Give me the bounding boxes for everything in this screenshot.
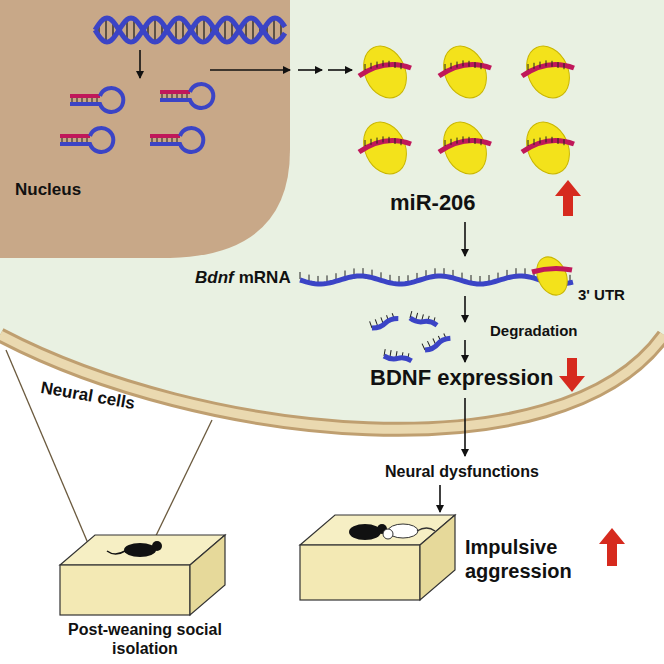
increase-arrow — [555, 180, 581, 216]
base-pair — [203, 18, 204, 42]
leader-line — [150, 420, 212, 548]
flow-arrow — [464, 296, 466, 322]
fragment — [384, 349, 413, 362]
bound-mirna — [532, 268, 572, 272]
mirna-complex — [435, 39, 494, 105]
transcription-arrow — [139, 50, 141, 78]
cytoplasm — [0, 0, 664, 429]
mirna-complex — [355, 39, 414, 105]
cage-drawing — [45, 505, 245, 662]
base-pair — [224, 18, 225, 41]
cell-membrane — [0, 335, 664, 429]
nucleus-region: Nucleus — [0, 0, 290, 258]
mirna-complex — [355, 115, 414, 181]
decrease-arrow — [559, 358, 585, 392]
process-label: Degradation — [490, 322, 578, 340]
base-pair — [154, 18, 155, 42]
nucleus-label: Nucleus — [15, 180, 81, 200]
nucleus-shape — [0, 0, 290, 258]
mirna-complex — [435, 115, 494, 181]
mrna-strand — [300, 276, 573, 284]
flow-arrow — [464, 340, 466, 362]
base-pair — [105, 18, 106, 42]
processing-arrow — [298, 69, 322, 71]
bdnf-mrna — [300, 252, 573, 300]
cage-box: Impulsive aggression — [295, 505, 635, 610]
bound-complex — [531, 252, 573, 300]
fragment — [370, 312, 399, 330]
base-pair — [252, 18, 253, 41]
mirna-complex — [518, 115, 577, 181]
processing-arrow — [328, 69, 352, 71]
gene-label: Bdnf — [195, 268, 234, 288]
mirna-label: miR-206 — [390, 190, 476, 216]
mrna-fragments — [370, 311, 451, 362]
mirna-complex — [518, 39, 577, 105]
processing-arrow — [210, 69, 290, 71]
cage-caption: Post-weaning social isolation — [50, 620, 240, 658]
utr-label: 3' UTR — [578, 286, 625, 304]
flow-arrow — [439, 485, 441, 512]
fragment — [422, 332, 451, 352]
flow-arrow — [464, 398, 466, 456]
cell-membrane-inner — [0, 335, 664, 429]
mirna-complexes — [355, 39, 577, 181]
base-pair — [273, 18, 274, 42]
flow-arrow — [464, 222, 466, 256]
gene-label: mRNA — [239, 268, 291, 288]
expression-label: BDNF expression — [370, 365, 553, 391]
outcome-label: Impulsive aggression — [465, 535, 595, 583]
outcome-label: Neural dysfunctions — [385, 462, 539, 481]
cage-box: Post-weaning social isolation — [45, 505, 245, 662]
increase-arrow — [599, 528, 625, 566]
fragment — [410, 311, 439, 326]
